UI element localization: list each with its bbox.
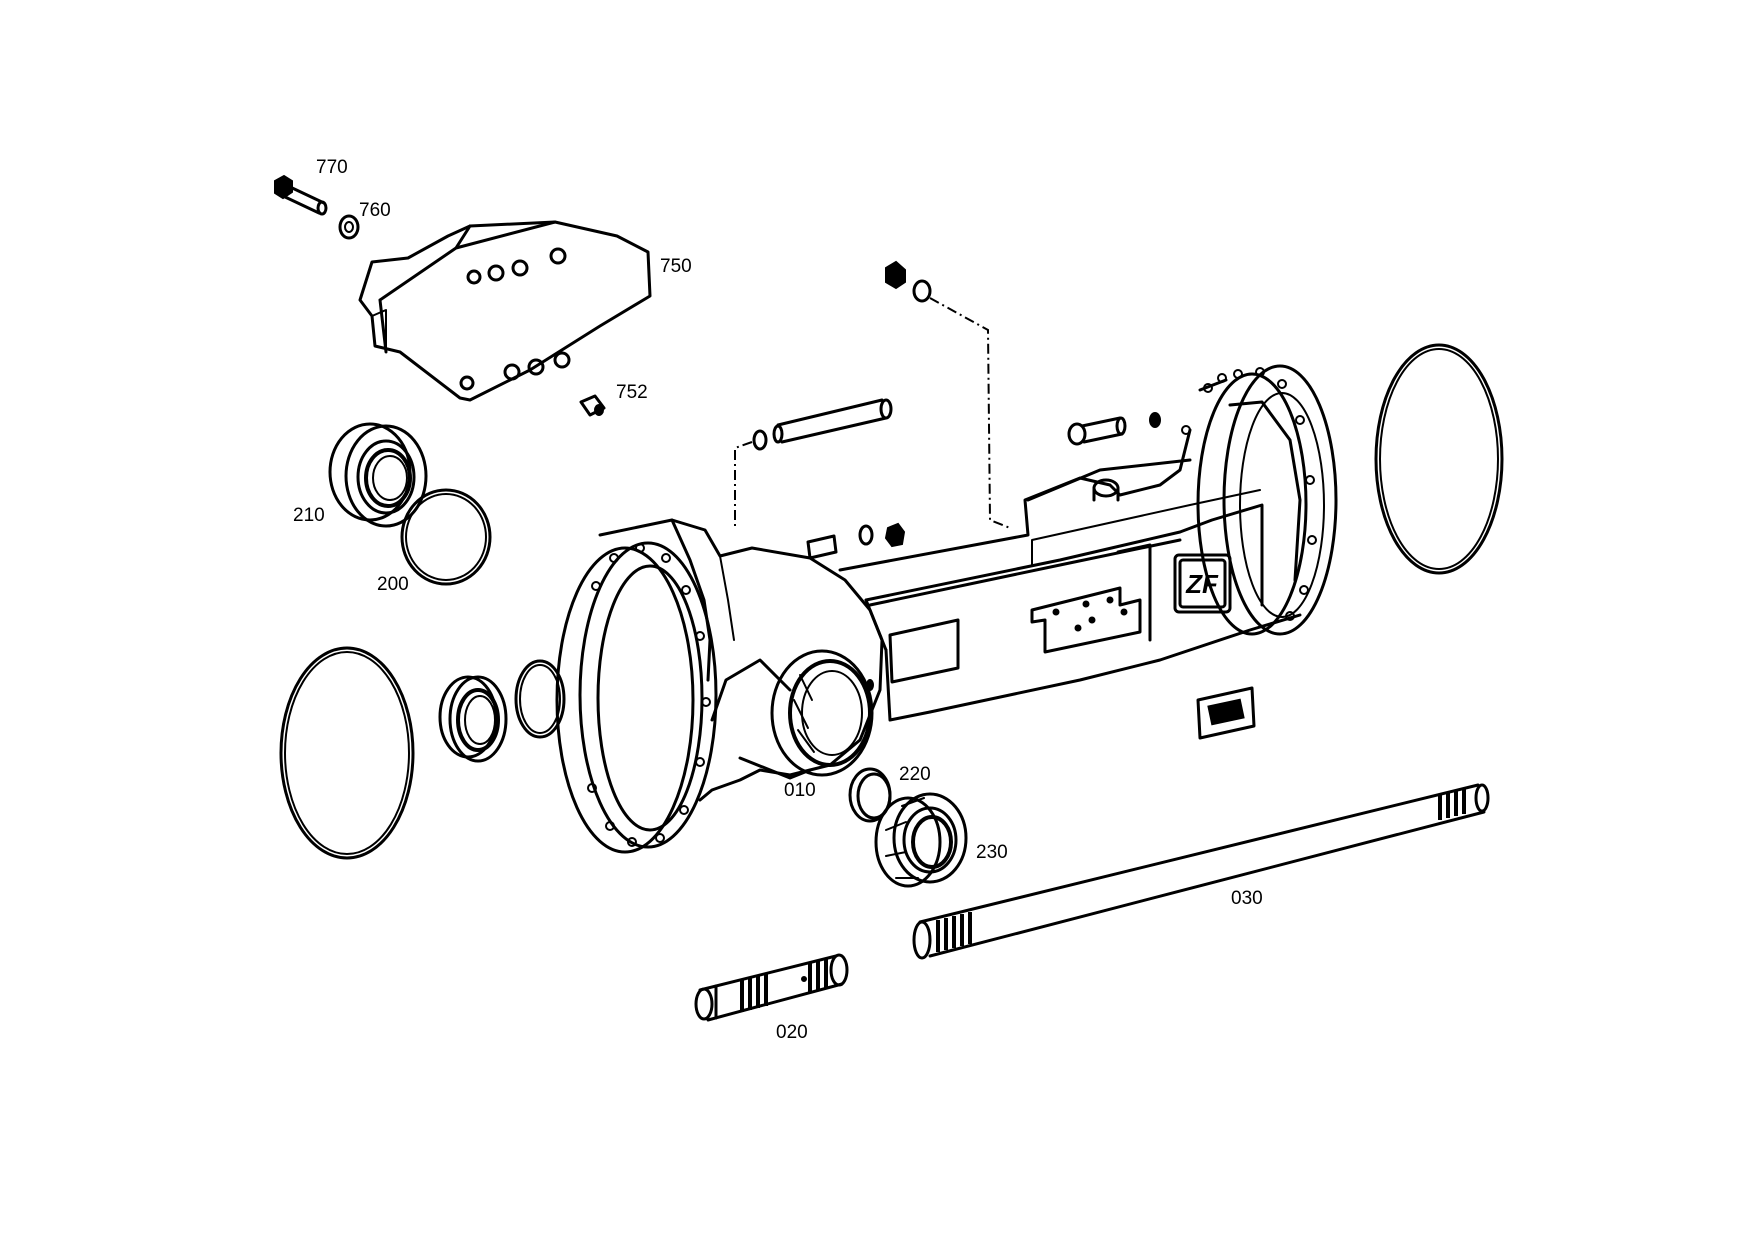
part-210-bearing xyxy=(328,422,428,528)
part-230-bearing xyxy=(874,792,968,888)
part-760-washer xyxy=(338,214,360,240)
callout-200: 200 xyxy=(377,574,409,595)
part-nameplate xyxy=(1196,686,1256,740)
part-770-hex-bolt xyxy=(274,174,328,216)
part-large-o-ring-left xyxy=(279,646,415,860)
callout-230: 230 xyxy=(976,842,1008,863)
callout-770: 770 xyxy=(316,157,348,178)
callout-030: 030 xyxy=(1231,888,1263,909)
part-200-o-ring xyxy=(400,488,492,586)
part-bolt-short xyxy=(1067,412,1161,446)
alignment-lines xyxy=(734,297,1011,529)
part-020-short-shaft xyxy=(694,953,849,1022)
part-plug xyxy=(885,260,932,303)
flange-bolt-holes-right xyxy=(1181,367,1317,621)
callout-labels: 770 760 750 752 210 200 010 220 230 030 … xyxy=(293,157,1263,1043)
part-stud-small xyxy=(806,522,906,560)
callout-752: 752 xyxy=(616,382,648,403)
callout-750: 750 xyxy=(660,256,692,277)
part-752-pin xyxy=(579,394,606,417)
part-large-o-ring-right xyxy=(1374,343,1504,575)
flange-bolt-holes-left xyxy=(587,543,711,847)
callout-760: 760 xyxy=(359,200,391,221)
callout-010: 010 xyxy=(784,780,816,801)
callout-210: 210 xyxy=(293,505,325,526)
part-220-ring xyxy=(848,767,892,823)
part-010-axle-housing: ZF xyxy=(555,364,1338,854)
part-750-cover-plate xyxy=(358,220,652,402)
part-030-long-shaft xyxy=(912,783,1490,960)
callout-220: 220 xyxy=(899,764,931,785)
part-small-bearing-left xyxy=(438,675,508,763)
part-small-o-ring-left xyxy=(514,659,566,739)
part-stud-long xyxy=(752,398,893,451)
callout-020: 020 xyxy=(776,1022,808,1043)
